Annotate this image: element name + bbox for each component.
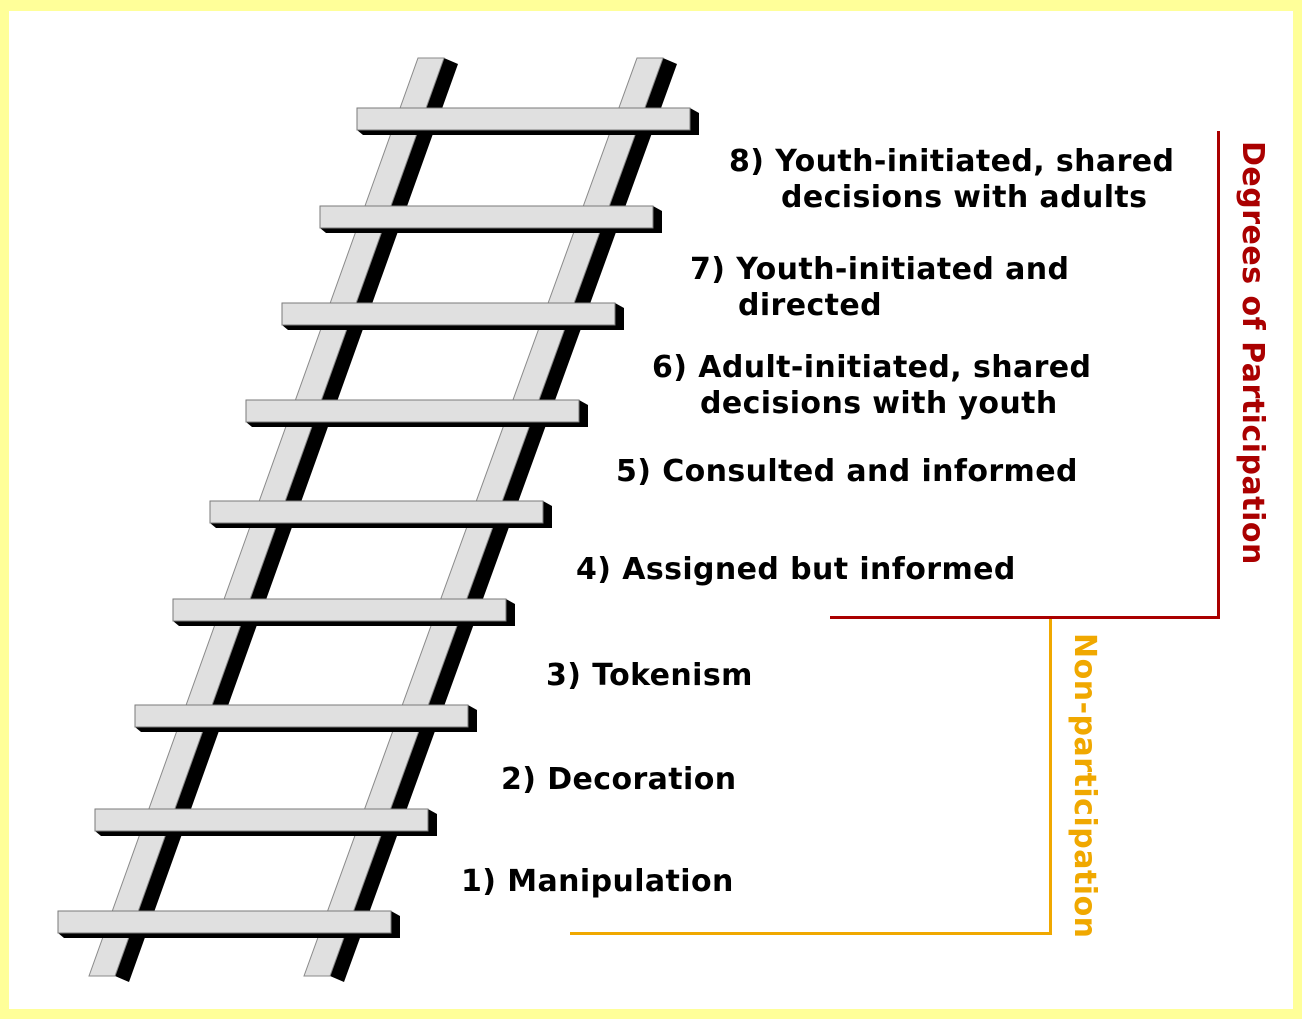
non-participation-group-label: Non-participation bbox=[1067, 633, 1102, 939]
rung-label-8-line1: 8) Youth-initiated, shared bbox=[729, 144, 1175, 179]
ladder-illustration bbox=[57, 57, 699, 982]
rung-label-4: 4) Assigned but informed bbox=[576, 552, 1016, 588]
rung-label-3: 3) Tokenism bbox=[546, 658, 753, 694]
ladder-rung-2 bbox=[319, 205, 654, 229]
rung-label-6-line1: 6) Adult-initiated, shared bbox=[652, 350, 1092, 385]
ladder-rung-1 bbox=[356, 107, 691, 131]
rung-label-3-line1: 3) Tokenism bbox=[546, 658, 753, 693]
ladder-rung-8 bbox=[94, 808, 429, 832]
ladder-rung-3 bbox=[281, 302, 616, 326]
ladder-rung-5 bbox=[209, 500, 544, 524]
rung-label-7: 7) Youth-initiated and directed bbox=[690, 252, 1069, 324]
rung-label-1: 1) Manipulation bbox=[461, 864, 734, 900]
rung-label-8: 8) Youth-initiated, shared decisions wit… bbox=[729, 144, 1174, 216]
ladder-rung-6 bbox=[172, 598, 507, 622]
rung-label-5: 5) Consulted and informed bbox=[616, 454, 1078, 490]
rung-label-5-line1: 5) Consulted and informed bbox=[616, 454, 1078, 489]
rung-label-4-line1: 4) Assigned but informed bbox=[576, 552, 1016, 587]
rung-label-2-line1: 2) Decoration bbox=[501, 762, 737, 797]
participation-bracket-horizontal bbox=[830, 616, 1220, 619]
rung-label-6-line2: decisions with youth bbox=[700, 386, 1058, 421]
participation-bracket-vertical bbox=[1217, 131, 1220, 619]
ladder-rung-4 bbox=[245, 399, 580, 423]
rung-label-2: 2) Decoration bbox=[501, 762, 737, 798]
rung-label-7-line2: directed bbox=[738, 288, 883, 323]
ladder-rung-9 bbox=[57, 910, 392, 934]
diagram-canvas: 8) Youth-initiated, shared decisions wit… bbox=[9, 11, 1293, 1009]
rung-label-6: 6) Adult-initiated, shared decisions wit… bbox=[652, 350, 1091, 422]
participation-group-label: Degrees of Participation bbox=[1235, 141, 1270, 565]
non-participation-bracket-horizontal bbox=[570, 932, 1052, 935]
ladder-rung-7 bbox=[134, 704, 469, 728]
non-participation-bracket-vertical bbox=[1049, 619, 1052, 935]
rung-label-1-line1: 1) Manipulation bbox=[461, 864, 734, 899]
rung-label-8-line2: decisions with adults bbox=[781, 180, 1148, 215]
rung-label-7-line1: 7) Youth-initiated and bbox=[690, 252, 1070, 287]
